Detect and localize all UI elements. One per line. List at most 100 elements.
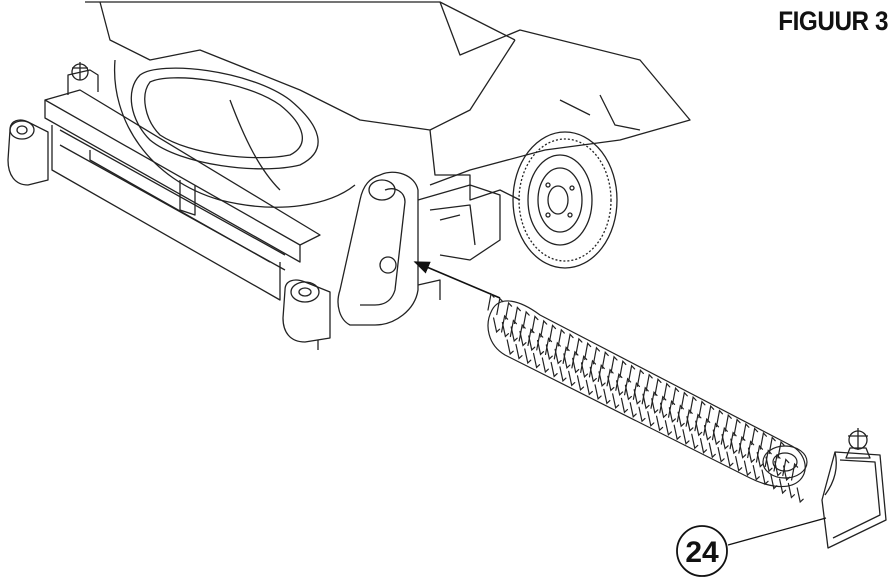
bristle (545, 344, 553, 361)
bristle (592, 346, 601, 365)
bristle (682, 429, 690, 445)
bristle (756, 451, 764, 468)
bristle (677, 411, 685, 428)
bristle (601, 351, 609, 369)
bristle (571, 350, 579, 369)
bristle (699, 438, 708, 454)
bristle (559, 366, 567, 383)
bristle (580, 362, 589, 379)
bristle (698, 400, 706, 419)
bristle (663, 382, 671, 401)
bristle (518, 323, 526, 342)
bristle (619, 359, 627, 378)
bristle (562, 346, 570, 364)
bristle (615, 373, 623, 391)
bristle (557, 328, 565, 347)
figure-title: FIGUUR 3 (778, 6, 888, 36)
bristle (504, 301, 513, 320)
brush-arm (337, 171, 501, 326)
bristle (738, 435, 746, 454)
bristle (659, 402, 668, 419)
bristle (671, 386, 680, 405)
bristle (513, 306, 521, 325)
bristle (616, 380, 624, 396)
bristle (730, 438, 738, 455)
bristle (764, 449, 772, 468)
bristle (751, 427, 759, 446)
bristle (676, 404, 684, 423)
bristle (783, 465, 791, 482)
bristle (787, 482, 796, 499)
squeegee-frame (7, 62, 331, 350)
bristle (506, 339, 514, 356)
bristle (531, 315, 539, 334)
bristle (563, 353, 571, 370)
bristle (572, 357, 580, 374)
bristle (515, 343, 523, 360)
bristle (739, 442, 747, 459)
bristle (606, 368, 614, 387)
bristle (536, 332, 544, 351)
bristle (496, 297, 504, 316)
bristle (597, 364, 605, 382)
bristle (717, 447, 725, 463)
bristle (642, 393, 650, 410)
bristle (509, 319, 517, 338)
side-cover-part (821, 428, 887, 549)
bristle (779, 478, 787, 495)
bristle (707, 404, 715, 423)
bristle (708, 442, 716, 459)
bristle (782, 458, 790, 477)
bristle (566, 333, 574, 351)
bristle (729, 431, 737, 450)
callout-24: 24 (676, 517, 827, 577)
bristle (742, 422, 750, 441)
bristle (715, 409, 724, 428)
bristle (540, 319, 548, 338)
bristle (575, 337, 583, 356)
bristle (610, 355, 618, 374)
bristle (680, 391, 688, 410)
bristle (501, 321, 509, 338)
bristle (655, 415, 664, 432)
bristle (711, 422, 720, 441)
bristle (743, 460, 752, 477)
bristle (759, 431, 768, 450)
bristle (695, 420, 703, 437)
bristle (487, 292, 495, 311)
brush-roller (487, 292, 808, 504)
bristle (765, 456, 773, 473)
bristle (580, 355, 588, 373)
bristle (659, 395, 667, 414)
bristle (548, 324, 557, 342)
bristle (584, 342, 592, 360)
bristle (664, 420, 672, 436)
bristle (527, 328, 535, 347)
bristle (524, 348, 532, 365)
wheel (512, 131, 618, 269)
bristle (694, 413, 702, 432)
machine-body (85, 1, 691, 208)
bristle (770, 473, 778, 490)
bristle (735, 456, 743, 472)
bristle (747, 447, 756, 464)
bristle (528, 335, 536, 352)
bristle (712, 429, 720, 446)
bristle (685, 408, 693, 427)
bristle (636, 368, 644, 387)
bristle (554, 348, 562, 365)
bristle (607, 375, 615, 392)
bristle (721, 434, 729, 450)
bristle (755, 444, 764, 463)
bristle (532, 352, 541, 369)
bristle (791, 462, 799, 481)
bristle (645, 373, 653, 392)
bristle (650, 390, 658, 409)
callout-label: 24 (685, 536, 719, 569)
bristle (493, 317, 501, 334)
bristle (752, 464, 760, 481)
bristle (536, 339, 545, 356)
bristle (522, 310, 530, 329)
bristle (519, 330, 527, 347)
